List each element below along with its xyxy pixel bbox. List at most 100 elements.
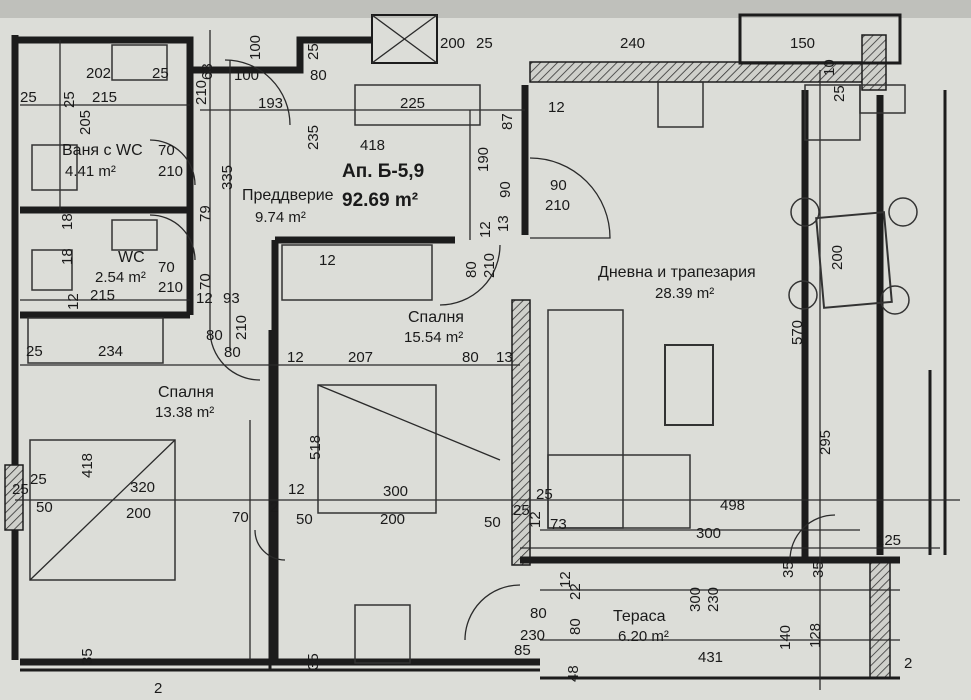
dimension-label: 35 xyxy=(780,561,797,578)
dimension-label: 190 xyxy=(475,147,492,172)
dimension-label: 200 xyxy=(829,245,846,270)
room-area-bedroom-1: 15.54 m² xyxy=(404,329,463,346)
dimension-label: 25 xyxy=(26,343,43,360)
dimension-label: 295 xyxy=(817,430,834,455)
dimension-label: 300 xyxy=(687,587,704,612)
dimension-label: 518 xyxy=(307,435,324,460)
dimension-label: 418 xyxy=(360,137,385,154)
dimension-label: 50 xyxy=(36,499,53,516)
dimension-label: 90 xyxy=(497,181,514,198)
room-labels: Ап. Б-5,9 92.69 m² Ваня с WC 4.41 m² WC … xyxy=(62,142,756,645)
dimension-label: 300 xyxy=(696,525,721,542)
dimension-label: 210 xyxy=(481,253,498,278)
dimension-label: 215 xyxy=(90,287,115,304)
dimension-label: 13 xyxy=(495,215,512,232)
dimension-label: 70 xyxy=(158,142,175,159)
room-name-wc: WC xyxy=(118,249,145,266)
dimension-label: 210 xyxy=(158,279,183,296)
dimension-label: 570 xyxy=(789,320,806,345)
dimension-label: 80 xyxy=(310,67,327,84)
room-name-living: Дневна и трапезария xyxy=(598,264,756,281)
dimension-label: 140 xyxy=(777,625,794,650)
wardrobe-1 xyxy=(281,244,433,301)
dimension-label: 202 xyxy=(86,65,111,82)
dining-table xyxy=(815,211,893,309)
dimension-label: 25 xyxy=(12,481,29,498)
dimension-label: 12 xyxy=(65,293,82,310)
dimension-label: 300 xyxy=(383,483,408,500)
dimension-label: 12 xyxy=(548,99,565,116)
dimension-label: 12 xyxy=(196,290,213,307)
dimension-label: 25 xyxy=(831,85,848,102)
dimension-label: 25 xyxy=(476,35,493,52)
room-area-wc: 2.54 m² xyxy=(95,269,146,286)
dimension-label: 50 xyxy=(484,514,501,531)
grid-lines xyxy=(15,30,960,690)
dimension-label: 230 xyxy=(705,587,722,612)
dimension-label: 79 xyxy=(197,205,214,222)
dimension-label: 73 xyxy=(550,516,567,533)
dimension-label: 12 xyxy=(287,349,304,366)
dimension-label: 25 xyxy=(536,486,553,503)
apartment-code: Ап. Б-5,9 xyxy=(342,161,424,182)
hatched-left-wall xyxy=(4,464,24,531)
top-shadow xyxy=(0,0,971,18)
dimension-label: 235 xyxy=(305,125,322,150)
washbasin-wc xyxy=(111,219,158,251)
room-name-bedroom-1: Спалня xyxy=(408,309,464,326)
dimension-label: 100 xyxy=(234,67,259,84)
chair xyxy=(790,197,820,227)
dimension-label: 90 xyxy=(550,177,567,194)
room-area-bedroom-2: 13.38 m² xyxy=(155,404,214,421)
dimension-label: 2 xyxy=(270,499,278,516)
double-bed-1 xyxy=(317,384,437,514)
dimension-label: 2 xyxy=(154,680,162,697)
dimension-label: 320 xyxy=(130,479,155,496)
dimension-label: 80 xyxy=(530,605,547,622)
room-name-hall: Преддверие xyxy=(242,187,334,204)
walls xyxy=(4,13,947,680)
coffee-table xyxy=(664,344,714,426)
top-shaft xyxy=(371,14,438,64)
dimension-label: 70 xyxy=(232,509,249,526)
dimension-label: 498 xyxy=(720,497,745,514)
room-name-bath: Ваня с WC xyxy=(62,142,143,159)
dimension-label: 210 xyxy=(193,80,210,105)
dimension-label: 207 xyxy=(348,349,373,366)
dimension-label: 25 xyxy=(20,89,37,106)
dimension-label: 12 xyxy=(527,511,544,528)
dimension-labels: 202 25 25 215 205 70 210 25 100 80 193 1… xyxy=(12,35,912,697)
kitchen-sink xyxy=(657,81,704,128)
chair xyxy=(880,285,910,315)
sofa-chaise xyxy=(547,454,691,529)
dimension-label: 35 xyxy=(79,648,96,665)
dimension-label: 215 xyxy=(92,89,117,106)
dimension-label: 80 xyxy=(206,327,223,344)
dimension-label: 335 xyxy=(219,165,236,190)
room-area-bath: 4.41 m² xyxy=(65,163,116,180)
top-right-unit xyxy=(738,13,902,65)
dimension-label: 80 xyxy=(567,618,584,635)
dimension-label: 2 xyxy=(904,655,912,672)
dimension-label: 35 xyxy=(810,561,827,578)
room-name-terrace: Тераса xyxy=(613,608,666,625)
doors xyxy=(149,59,836,641)
dimension-label: 193 xyxy=(258,95,283,112)
dimension-label: 12 xyxy=(319,252,336,269)
dimension-label: 100 xyxy=(247,35,264,60)
wardrobe-hall xyxy=(354,84,481,126)
dimension-label: 80 xyxy=(224,344,241,361)
dimension-label: 210 xyxy=(233,315,250,340)
dimension-label: 22 xyxy=(567,583,584,600)
dimension-label: 18 xyxy=(59,213,76,230)
dimension-label: 25 xyxy=(61,91,78,108)
dimension-label: 125 xyxy=(876,532,901,549)
dimension-label: 10 xyxy=(821,59,838,76)
dimension-label: 225 xyxy=(400,95,425,112)
kitchen-appliance xyxy=(859,84,906,114)
dimension-label: 205 xyxy=(77,110,94,135)
dimension-label: 25 xyxy=(513,502,530,519)
dimension-label: 200 xyxy=(380,511,405,528)
dimension-label: 25 xyxy=(305,43,322,60)
